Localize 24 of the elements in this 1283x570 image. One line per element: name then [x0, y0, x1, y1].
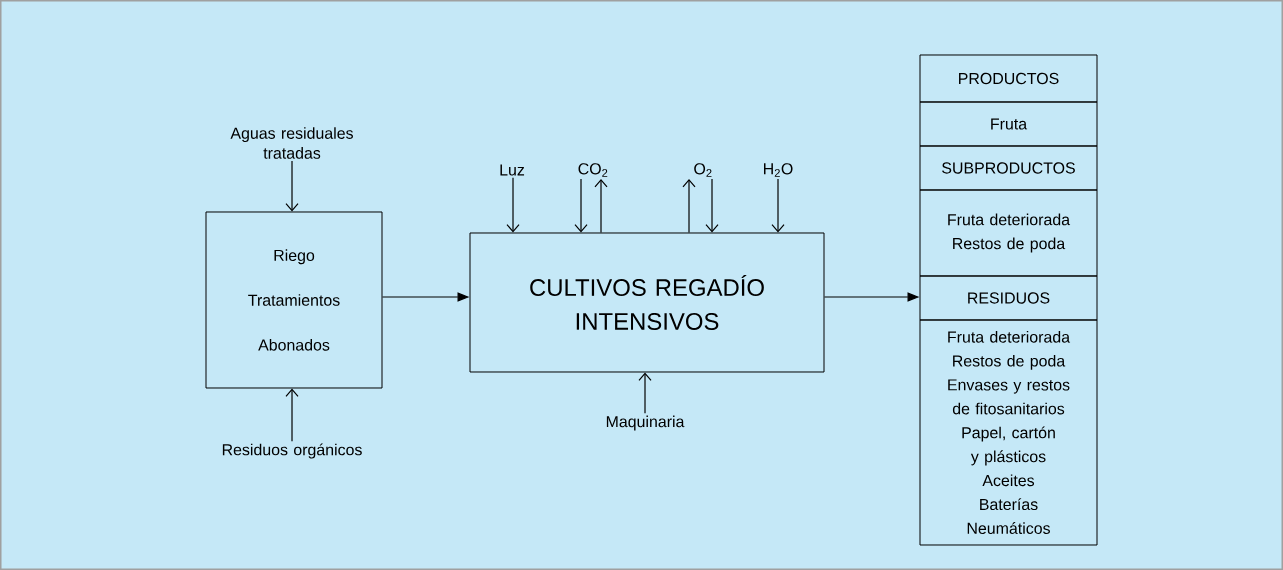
table-cell: PRODUCTOS	[919, 54, 1098, 103]
flow-label: Maquinaria	[606, 415, 685, 431]
process-box: CULTIVOS REGADÍO INTENSIVOS	[469, 232, 825, 373]
table-cell: SUBPRODUCTOS	[919, 145, 1098, 191]
flow-label: CO$_{2}$	[578, 163, 608, 177]
flow-label: Residuos orgánicos	[222, 443, 362, 459]
arrow	[705, 178, 719, 233]
table-cell: Fruta deteriorada Restos de poda Envases y restos de fitosanitarios Papel, cartón y plásticos Aceites Baterías Neumáticos	[919, 319, 1098, 546]
flow-label: O$_{2}$	[694, 163, 712, 177]
arrow	[638, 372, 652, 414]
process-box: Riego Tratamientos Abonados	[205, 211, 383, 389]
arrow	[506, 177, 520, 233]
arrow	[771, 178, 785, 233]
table-cell: Fruta	[919, 101, 1098, 147]
flow-label: H$_{2}$O	[764, 163, 793, 177]
arrow	[285, 160, 299, 212]
arrow	[594, 179, 608, 234]
flow-label: Luz	[500, 164, 525, 176]
table-cell: Fruta deteriorada Restos de poda	[919, 189, 1098, 277]
arrow	[285, 388, 299, 442]
flow-label: Aguas residuales tratadas	[230, 127, 353, 159]
table-cell: RESIDUOS	[919, 275, 1098, 321]
arrow	[682, 179, 696, 234]
arrow	[574, 178, 588, 233]
